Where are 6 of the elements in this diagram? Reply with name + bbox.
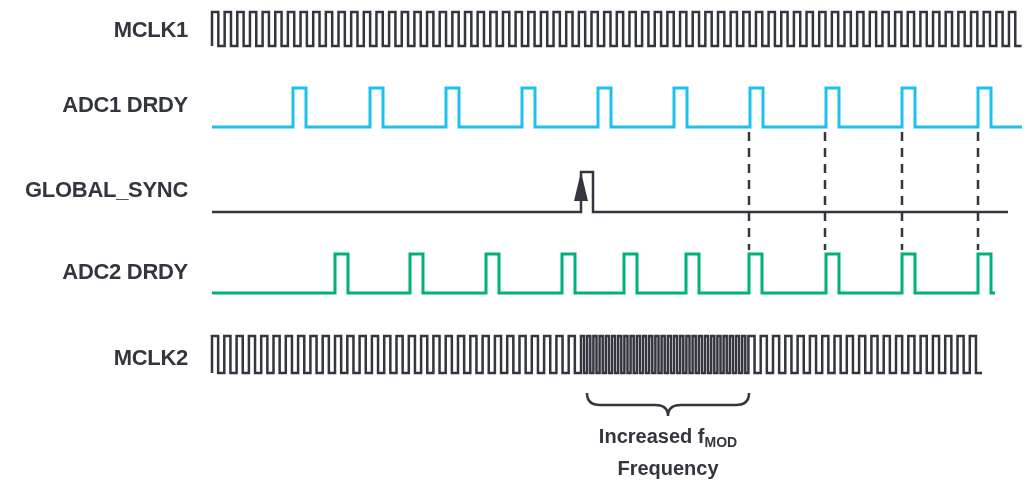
signal-name: MCLK2 xyxy=(113,345,188,371)
signal-name: ADC1 DRDY xyxy=(62,92,188,118)
signal-name: GLOBAL_SYNC xyxy=(25,177,188,203)
signal-name: MCLK1 xyxy=(113,17,188,43)
annotation-text: Increased f$_{MOD}$ Frequency xyxy=(597,424,739,481)
signal-name: ADC2 DRDY xyxy=(62,259,188,285)
